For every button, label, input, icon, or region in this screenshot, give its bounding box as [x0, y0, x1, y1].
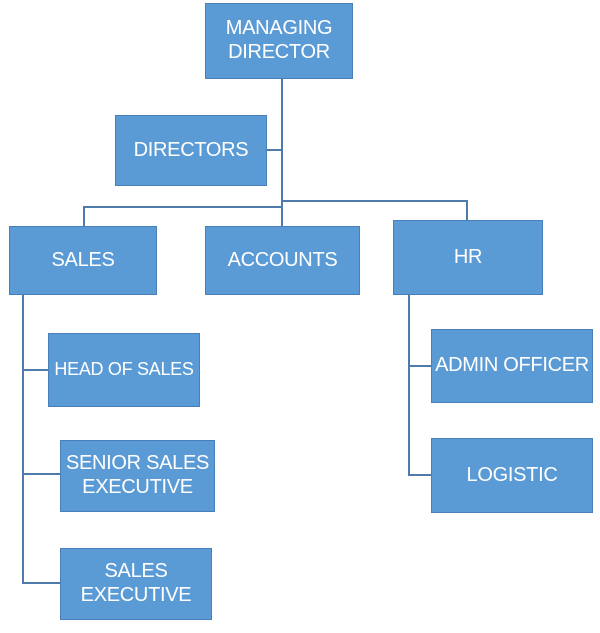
connector-branch-left: [83, 206, 283, 208]
node-label-accounts: ACCOUNTS: [227, 248, 338, 271]
connector-directors-stub: [267, 149, 283, 151]
node-label-head-of-sales: HEAD OF SALES: [54, 359, 194, 380]
connector-admin-officer-stub: [408, 365, 431, 367]
node-label-sales-executive: SALES EXECUTIVE: [80, 560, 192, 606]
node-label-sales: SALES: [51, 248, 115, 271]
connector-sales-spine: [22, 295, 24, 584]
node-label-managing-director: MANAGING DIRECTOR: [225, 17, 333, 63]
node-label-directors: DIRECTORS: [133, 138, 249, 161]
node-label-hr: HR: [453, 245, 483, 268]
org-node-sales-executive: SALES EXECUTIVE: [60, 548, 212, 620]
org-node-directors: DIRECTORS: [115, 115, 267, 186]
org-node-sales: SALES: [9, 226, 157, 295]
connector-logistic-stub: [408, 474, 431, 476]
org-node-accounts: ACCOUNTS: [205, 226, 360, 295]
connector-managing-director-to-accounts: [281, 79, 283, 226]
connector-drop-sales: [83, 206, 85, 226]
org-node-logistic: LOGISTIC: [431, 438, 593, 513]
connector-hr-spine: [408, 295, 410, 476]
node-label-logistic: LOGISTIC: [466, 463, 558, 486]
connector-branch-right: [281, 200, 468, 202]
node-label-senior-sales-executive: SENIOR SALES EXECUTIVE: [65, 452, 210, 498]
org-node-managing-director: MANAGING DIRECTOR: [205, 3, 353, 79]
connector-drop-hr: [466, 200, 468, 221]
org-node-hr: HR: [393, 220, 543, 295]
org-node-admin-officer: ADMIN OFFICER: [431, 329, 593, 403]
node-label-admin-officer: ADMIN OFFICER: [435, 354, 589, 377]
org-node-head-of-sales: HEAD OF SALES: [48, 333, 200, 407]
org-node-senior-sales-executive: SENIOR SALES EXECUTIVE: [60, 440, 215, 512]
connector-head-of-sales-stub: [22, 369, 48, 371]
connector-sales-executive-stub: [22, 582, 60, 584]
connector-senior-sales-executive-stub: [22, 473, 60, 475]
